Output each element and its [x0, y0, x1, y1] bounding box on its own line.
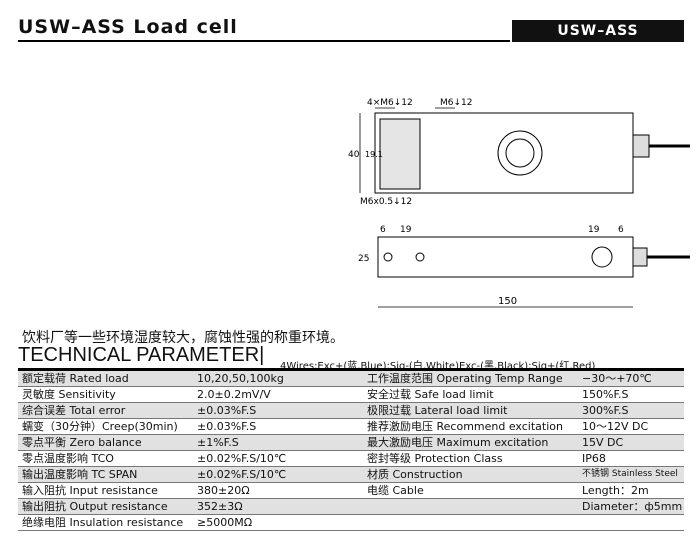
dim-plan-19b: 19 — [588, 225, 600, 235]
dim-plan-6a: 6 — [380, 225, 386, 235]
section-title: TECHNICAL PARAMETER| — [18, 344, 265, 366]
plan-hole-left — [383, 252, 393, 262]
wiring-note: 4Wires:Exc+(蓝,Blue);Sig-(白,White)Exc-(黑,… — [280, 361, 596, 372]
label-bottom: M6x0.5↓12 — [360, 197, 412, 207]
section-rule — [18, 368, 684, 371]
page-title: USW–ASS Load cell — [18, 16, 238, 38]
dim-plan-6b: 6 — [618, 225, 624, 235]
application-description: 饮料厂等一些环境湿度较大，腐蚀性强的称重环境。 — [22, 330, 344, 346]
title-rule — [18, 40, 510, 42]
label-top-right: M6↓12 — [440, 98, 472, 108]
plan-hole-big — [591, 246, 613, 268]
hole-circle — [497, 130, 543, 176]
dim-plan-length: 150 — [498, 296, 517, 307]
dim-height: 40 — [348, 150, 360, 160]
dim-height-inner: 19.1 — [365, 150, 383, 159]
plan-connector — [632, 247, 648, 267]
dim-plan-19a: 19 — [400, 225, 412, 235]
dim-plan-width: 25 — [358, 254, 369, 264]
plan-hole-mid — [415, 252, 425, 262]
cable-connector — [632, 134, 650, 158]
label-top-left: 4×M6↓12 — [367, 98, 413, 108]
table-row: 绝缘电阻 Insulation resistance≥5000MΩ — [18, 515, 684, 531]
front-view-block — [379, 118, 421, 190]
technical-drawing: 4×M6↓12 M6↓12 40 19.1 M6x0.5↓12 6 19 19 … — [348, 98, 690, 308]
model-badge: USW–ASS — [512, 20, 684, 42]
